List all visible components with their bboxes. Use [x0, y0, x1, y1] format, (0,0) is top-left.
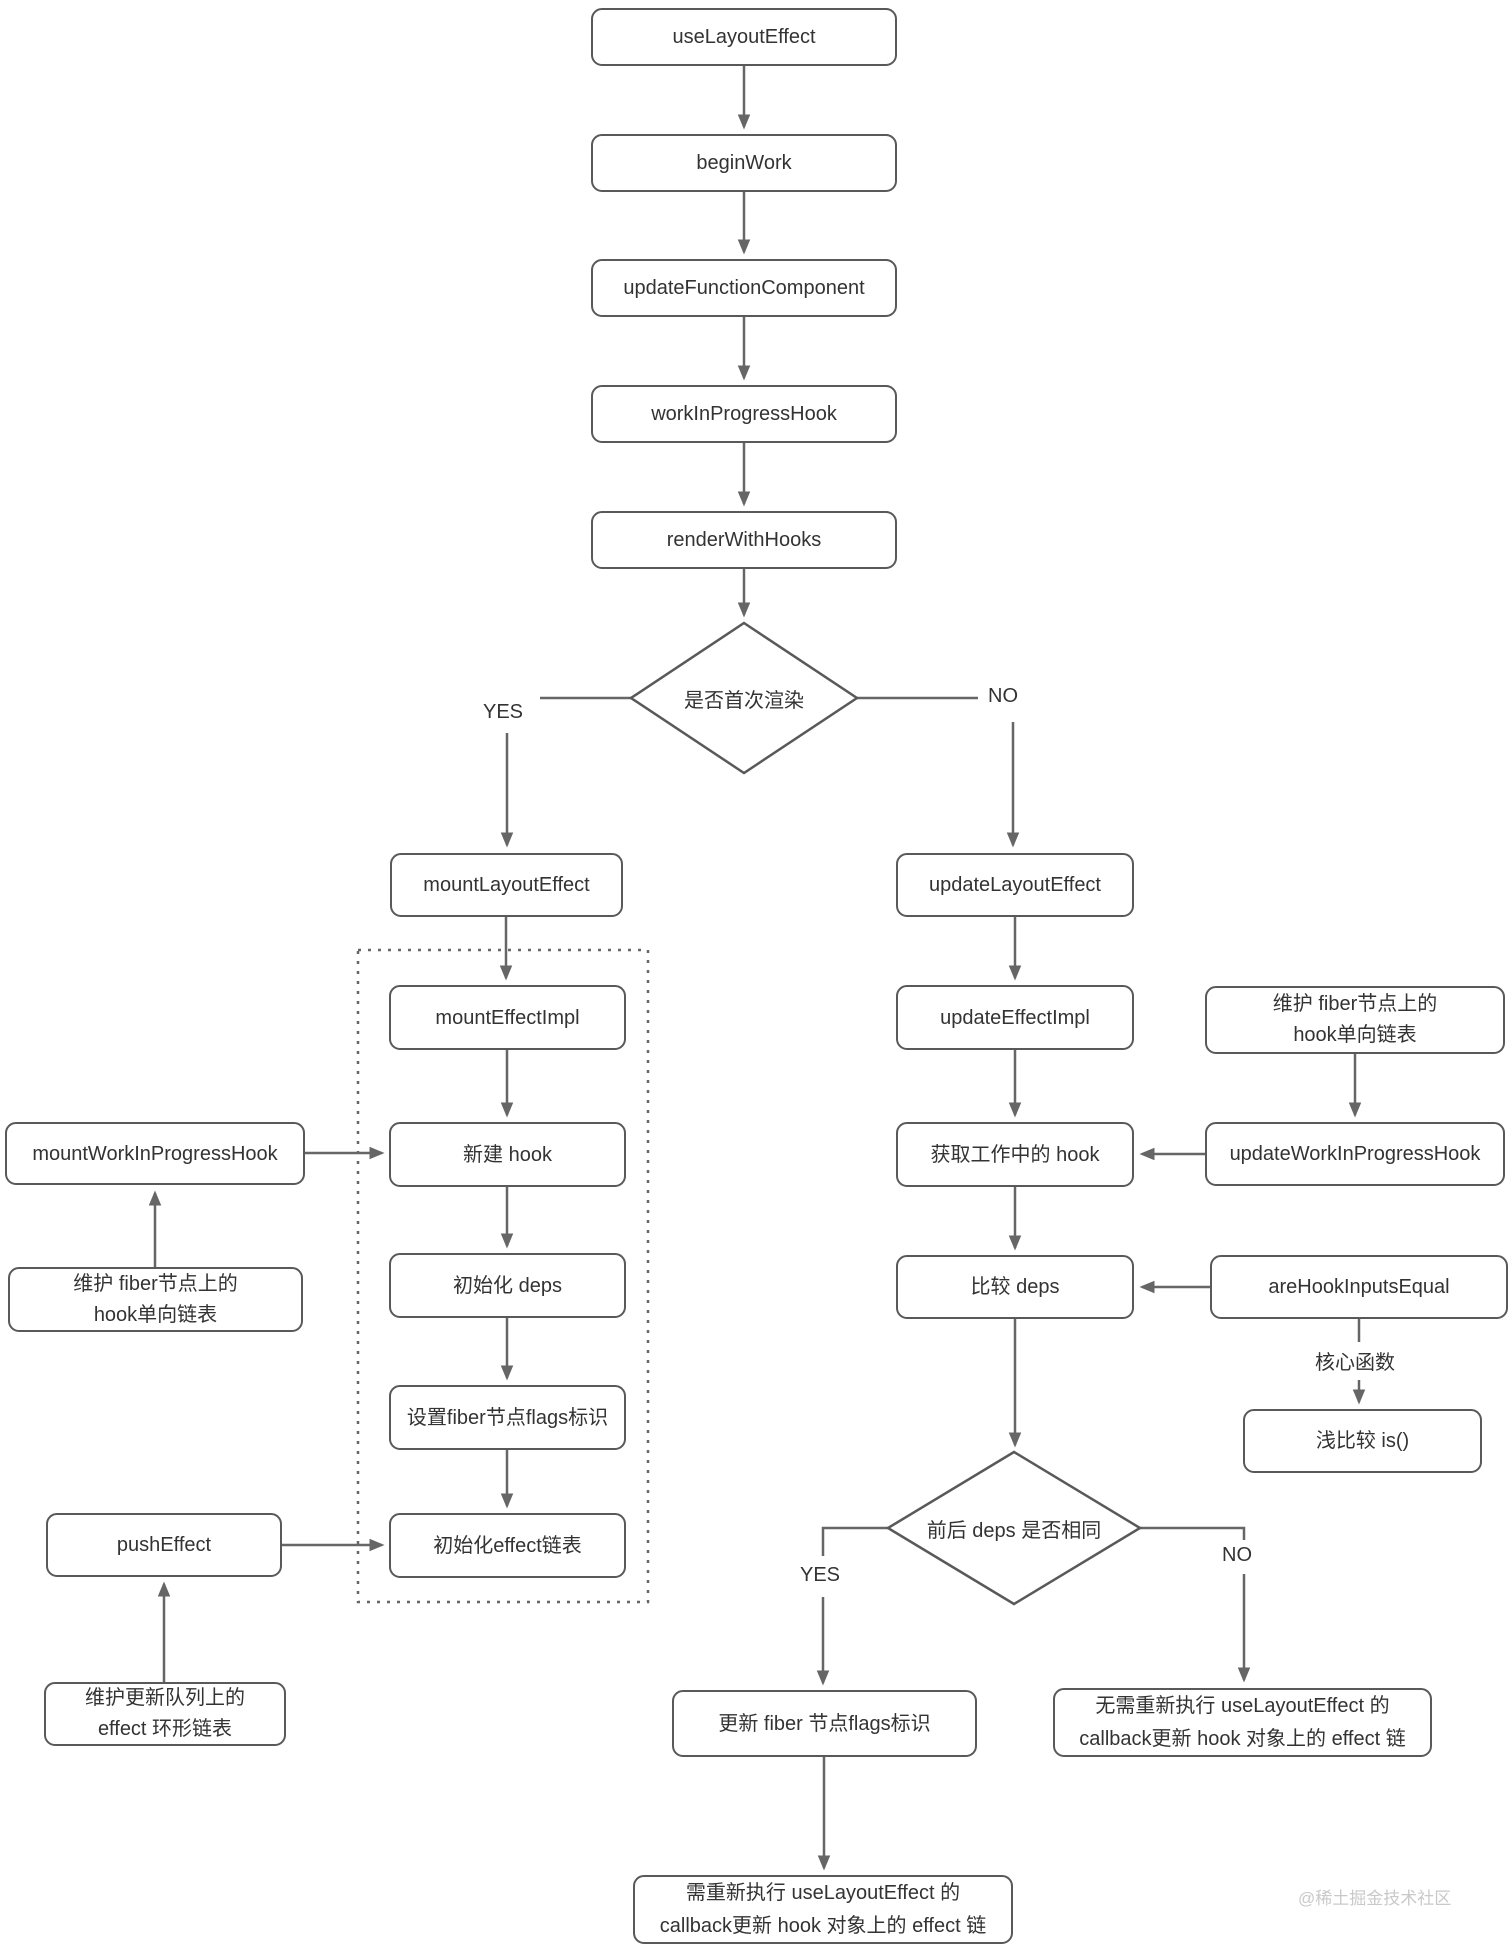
node-mount-layout-effect: mountLayoutEffect [390, 853, 623, 917]
node-update-effect-impl: updateEffectImpl [896, 985, 1134, 1050]
maintain-fiber-right-line1: 维护 fiber节点上的 [1272, 993, 1438, 1015]
edge-label-yes2: YES [800, 1564, 841, 1586]
edge-label-core-function: 核心函数 [1315, 1352, 1395, 1374]
node-use-layout-effect: useLayoutEffect [591, 8, 897, 66]
maintain-fiber-right-line2: hook单向链表 [1293, 1024, 1417, 1046]
maintain-fiber-left-line1: 维护 fiber节点上的 [73, 1272, 238, 1295]
node-push-effect: pushEffect [46, 1513, 282, 1577]
maintain-fiber-left-line2: hook单向链表 [93, 1303, 218, 1326]
node-update-wip-hook: updateWorkInProgressHook [1205, 1122, 1505, 1186]
node-maintain-fiber-hook-list-right: 维护 fiber节点上的 hook单向链表 [1205, 986, 1505, 1054]
node-update-fiber-flags: 更新 fiber 节点flags标识 [672, 1690, 977, 1757]
edge-label-no2: NO [1222, 1544, 1252, 1566]
node-init-deps: 初始化 deps [389, 1253, 626, 1318]
edge-label-no1: NO [988, 685, 1018, 707]
decision-first-render-shape [628, 621, 860, 775]
node-shallow-compare-is: 浅比较 is() [1243, 1409, 1482, 1473]
node-update-layout-effect: updateLayoutEffect [896, 853, 1134, 917]
maintain-update-queue-line2: effect 环形链表 [97, 1718, 233, 1740]
node-update-function-component: updateFunctionComponent [591, 259, 897, 317]
rerun-callback-line1: 需重新执行 useLayoutEffect 的 [685, 1881, 961, 1904]
node-mount-wip-hook: mountWorkInProgressHook [5, 1122, 305, 1185]
node-maintain-fiber-hook-list-left: 维护 fiber节点上的 hook单向链表 [8, 1267, 303, 1332]
node-work-in-progress-hook: workInProgressHook [591, 385, 897, 443]
node-no-rerun-callback: 无需重新执行 useLayoutEffect 的 callback更新 hook… [1053, 1688, 1432, 1757]
decision-deps-same-shape [885, 1450, 1143, 1606]
node-get-working-hook: 获取工作中的 hook [896, 1122, 1134, 1187]
watermark-text: @稀土掘金技术社区 [1298, 1889, 1452, 1908]
node-rerun-callback: 需重新执行 useLayoutEffect 的 callback更新 hook … [633, 1875, 1013, 1944]
node-mount-effect-impl: mountEffectImpl [389, 985, 626, 1050]
edge-label-yes1: YES [483, 701, 524, 723]
maintain-update-queue-line1: 维护更新队列上的 [85, 1687, 245, 1709]
rerun-callback-line2: callback更新 hook 对象上的 effect 链 [659, 1914, 987, 1937]
node-create-hook: 新建 hook [389, 1122, 626, 1187]
node-render-with-hooks: renderWithHooks [591, 511, 897, 569]
line-decision2-yes [821, 1526, 888, 1556]
node-are-hook-inputs-equal: areHookInputsEqual [1210, 1255, 1508, 1319]
decision-deps-same-label: 前后 deps 是否相同 [926, 1520, 1102, 1542]
node-maintain-update-queue: 维护更新队列上的 effect 环形链表 [44, 1682, 286, 1746]
node-compare-deps: 比较 deps [896, 1255, 1134, 1319]
node-set-fiber-flags: 设置fiber节点flags标识 [389, 1385, 626, 1450]
decision-first-render-label: 是否首次渲染 [684, 690, 804, 712]
node-begin-work: beginWork [591, 134, 897, 192]
no-rerun-callback-line1: 无需重新执行 useLayoutEffect 的 [1095, 1694, 1390, 1717]
line-decision2-no [1140, 1526, 1246, 1540]
node-init-effect-list: 初始化effect链表 [389, 1513, 626, 1578]
no-rerun-callback-line2: callback更新 hook 对象上的 effect 链 [1079, 1727, 1406, 1750]
